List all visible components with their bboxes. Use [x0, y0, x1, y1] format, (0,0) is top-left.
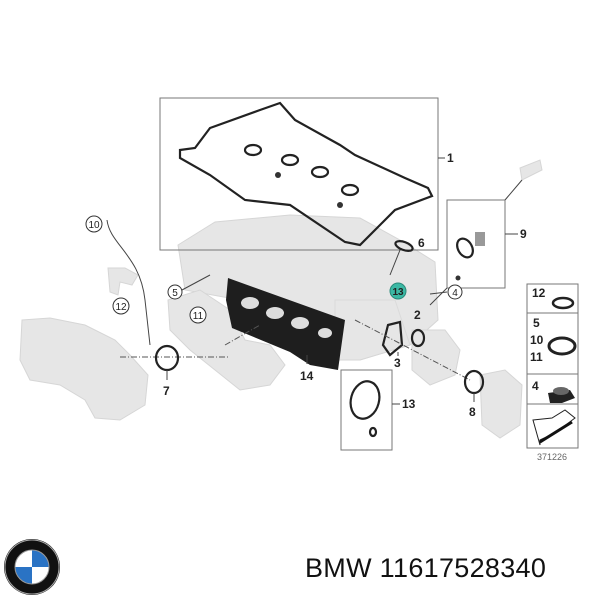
diagram-number: 371226 — [537, 452, 567, 462]
callout-12: 12 — [115, 302, 127, 313]
callout-2: 2 — [414, 308, 421, 322]
turbocharger-ghost — [19, 317, 149, 421]
bracket-ghost — [107, 267, 139, 296]
svg-text:11: 11 — [530, 350, 543, 364]
callout-8: 8 — [469, 405, 476, 419]
sensor-9-ghost — [519, 159, 543, 181]
svg-text:12: 12 — [532, 286, 546, 300]
callout-5: 5 — [172, 288, 178, 299]
callout-11: 11 — [193, 311, 204, 322]
seal-legend: 12 5 10 11 4 — [526, 283, 579, 449]
part-9-box — [446, 199, 506, 289]
bmw-logo — [4, 539, 60, 595]
callout-7: 7 — [163, 384, 170, 398]
svg-text:5: 5 — [533, 316, 540, 330]
svg-text:4: 4 — [532, 379, 539, 393]
callout-1: 1 — [447, 151, 454, 165]
callout-3: 3 — [394, 356, 401, 370]
part-number-title: BMW 11617528340 — [305, 553, 547, 583]
vacuum-pump-ghost — [479, 369, 523, 439]
callout-6: 6 — [418, 236, 425, 250]
callout-13: 13 — [402, 397, 416, 411]
part-13-box — [340, 369, 393, 451]
callout-10: 10 — [88, 220, 100, 231]
callout-4: 4 — [452, 288, 458, 299]
callout-13-highlight: 13 — [392, 287, 404, 298]
part-1-box — [159, 97, 439, 251]
sensor-10-wire — [106, 219, 151, 346]
valve-cover-gasket — [178, 101, 434, 247]
svg-text:10: 10 — [530, 333, 544, 347]
callout-14: 14 — [300, 369, 314, 383]
callout-9: 9 — [520, 227, 527, 241]
highlighted-part-13[interactable] — [389, 282, 407, 300]
thermostat-ghost — [411, 329, 461, 386]
